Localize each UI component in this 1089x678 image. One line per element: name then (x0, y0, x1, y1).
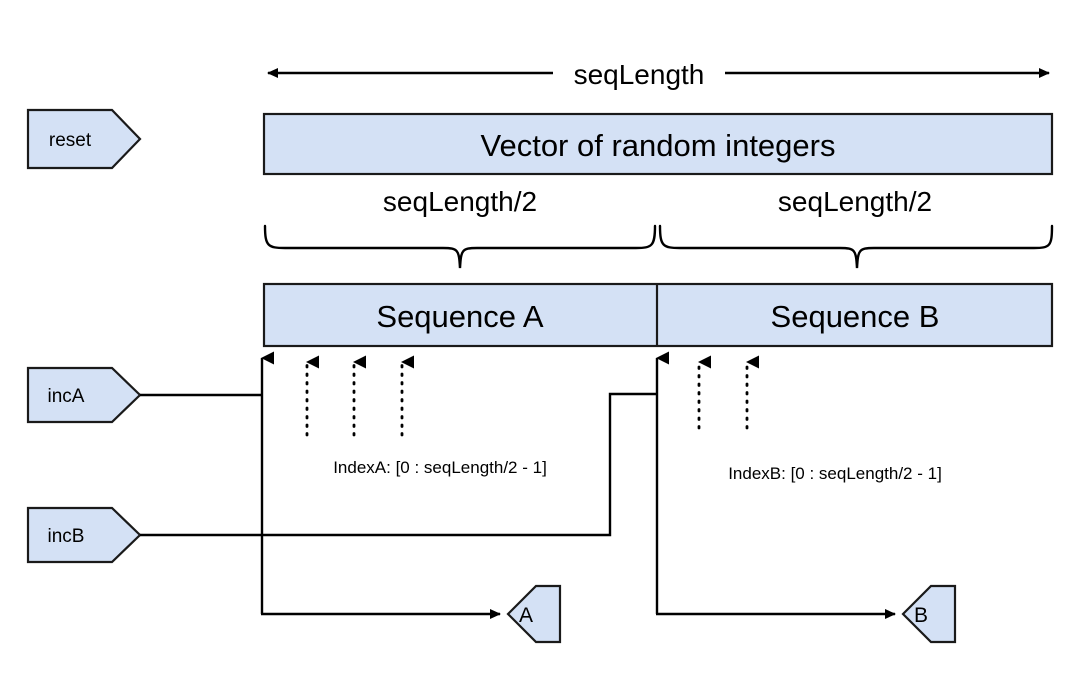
output-a-shape[interactable] (506, 584, 562, 644)
indexa-dotted-pointers (305, 355, 414, 437)
brace-left-seqlength-half (263, 224, 657, 269)
indexa-range-label: IndexA: [0 : seqLength/2 - 1] (333, 458, 547, 477)
seqlength-label: seqLength (574, 59, 705, 90)
sequence-b-label: Sequence B (771, 299, 940, 334)
inca-port-label: incA (48, 386, 85, 407)
sequence-a-label: Sequence A (376, 299, 544, 334)
output-b-shape[interactable] (901, 584, 957, 644)
vector-box-label: Vector of random integers (481, 128, 836, 163)
vector-box (262, 112, 1054, 176)
output-a-label: A (519, 604, 533, 627)
incb-port-shape[interactable] (26, 506, 142, 564)
output-b-label: B (914, 604, 928, 627)
reset-port-shape[interactable] (26, 108, 142, 170)
inca-port-shape[interactable] (26, 366, 142, 424)
incb-wire (140, 392, 656, 537)
seqlength-half-left-label: seqLength/2 (383, 186, 537, 217)
indexb-dotted-pointers (697, 355, 759, 430)
seqlength-half-right-label: seqLength/2 (778, 186, 932, 217)
indexb-range-label: IndexB: [0 : seqLength/2 - 1] (728, 464, 942, 483)
brace-right-seqlength-half (658, 224, 1054, 269)
incb-port-label: incB (48, 526, 85, 547)
reset-port-label: reset (49, 130, 92, 151)
